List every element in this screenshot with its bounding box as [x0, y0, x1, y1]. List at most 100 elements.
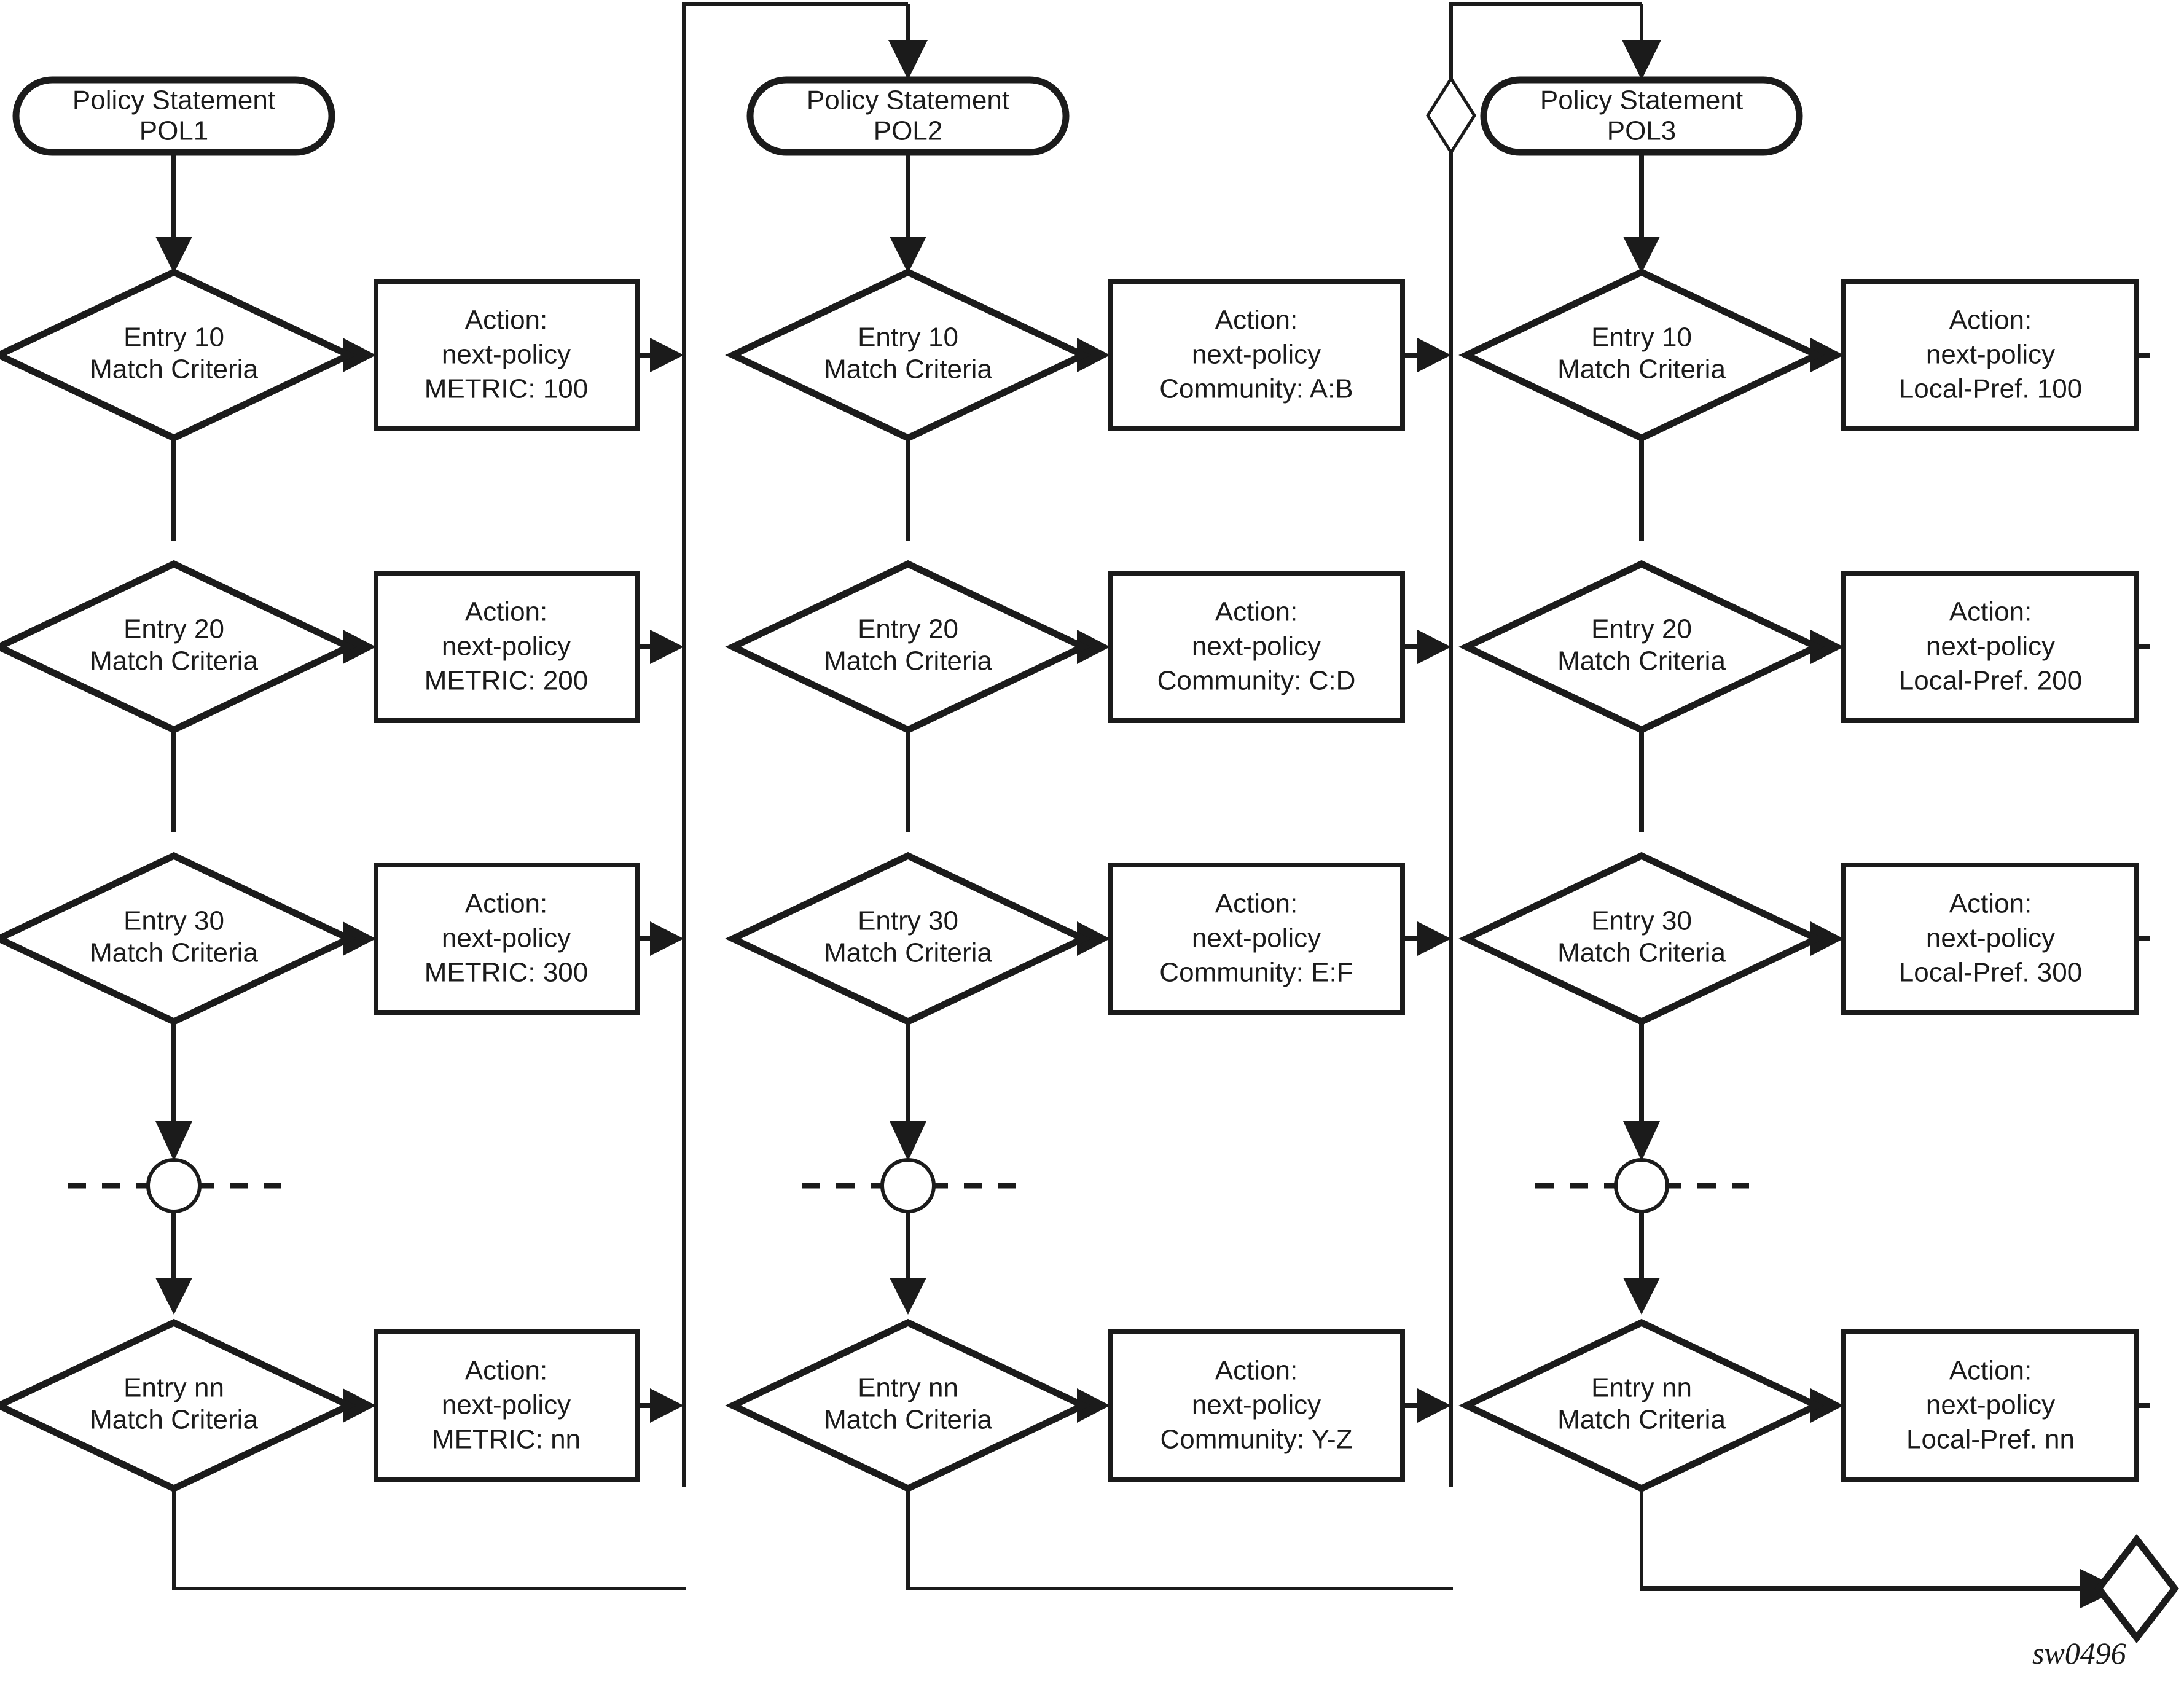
entry-diamond-pol2-10[interactable]: Entry 10 Match Criteria [725, 268, 1091, 442]
entry-label-line1: Entry 30 [123, 906, 224, 936]
action-box-pol1-nn[interactable]: Action: next-policy METRIC: nn [374, 1329, 640, 1482]
return-path-pol2-bottom [906, 1487, 1453, 1590]
entry-diamond-pol2-30[interactable]: Entry 30 Match Criteria [725, 851, 1091, 1026]
action-line1: Action: [1215, 305, 1298, 335]
return-path-pol3-to-terminal [1640, 1487, 2121, 1608]
action-line3: METRIC: nn [432, 1425, 581, 1455]
pol3-header-line2: POL3 [1607, 116, 1677, 146]
action-line1: Action: [1949, 597, 2032, 627]
action-line1: Action: [465, 597, 548, 627]
entry-label-line1: Entry 30 [858, 906, 958, 936]
pol2-header-line2: POL2 [874, 116, 943, 146]
entry-diamond-pol2-20[interactable]: Entry 20 Match Criteria [725, 560, 1091, 734]
default-action-diamond-marker [1426, 76, 1476, 155]
action-line1: Action: [465, 889, 548, 919]
action-line3: Community: A:B [1159, 374, 1353, 404]
return-path-pol1-bottom [172, 1487, 686, 1590]
action-line2: next-policy [1926, 1390, 2055, 1420]
continuation-marker-pol3 [1535, 1158, 1749, 1213]
action-line2: next-policy [1192, 632, 1321, 662]
connector-pol1-spine [155, 433, 192, 1315]
action-line2: next-policy [1192, 923, 1321, 953]
entry-label-line2: Match Criteria [1557, 646, 1726, 676]
action-line1: Action: [1215, 1356, 1298, 1386]
entry-diamond-pol1-nn[interactable]: Entry nn Match Criteria [0, 1318, 357, 1493]
policy-statement-pol3[interactable]: Policy Statement POL3 [1480, 76, 1803, 156]
action-box-pol1-30[interactable]: Action: next-policy METRIC: 300 [374, 863, 640, 1015]
connector-entry-to-action-col1 [343, 338, 376, 1423]
action-line2: next-policy [442, 632, 571, 662]
entry-label-line1: Entry 20 [1591, 614, 1692, 644]
connector-pol3-header-to-entry10 [1623, 152, 1660, 273]
action-line2: next-policy [1192, 340, 1321, 370]
action-line1: Action: [465, 1356, 548, 1386]
action-box-pol1-10[interactable]: Action: next-policy METRIC: 100 [374, 279, 640, 431]
entry-label-line1: Entry 10 [858, 323, 958, 353]
entry-label-line1: Entry 30 [1591, 906, 1692, 936]
entry-label-line2: Match Criteria [824, 354, 992, 385]
action-box-pol3-10[interactable]: Action: next-policy Local-Pref. 100 [1841, 279, 2139, 431]
terminal-diamond-marker [2094, 1534, 2179, 1643]
connector-entry-to-action-col2 [1077, 338, 1110, 1423]
action-line3: Local-Pref. 100 [1899, 374, 2082, 404]
action-line2: next-policy [442, 1390, 571, 1420]
entry-diamond-pol3-20[interactable]: Entry 20 Match Criteria [1458, 560, 1825, 734]
action-line3: Community: E:F [1159, 958, 1353, 988]
connector-col2-actions-to-spine [1403, 2, 1661, 1487]
action-box-pol3-30[interactable]: Action: next-policy Local-Pref. 300 [1841, 863, 2139, 1015]
pol1-header-line2: POL1 [139, 116, 209, 146]
action-line2: next-policy [1926, 340, 2055, 370]
policy-statement-pol1[interactable]: Policy Statement POL1 [12, 76, 335, 156]
entry-label-line2: Match Criteria [1557, 938, 1726, 968]
pol3-header-line1: Policy Statement [1540, 85, 1743, 115]
pol2-header-line1: Policy Statement [807, 85, 1009, 115]
entry-label-line1: Entry 20 [858, 614, 958, 644]
entry-diamond-pol1-10[interactable]: Entry 10 Match Criteria [0, 268, 357, 442]
action-line2: next-policy [1926, 632, 2055, 662]
entry-diamond-pol3-nn[interactable]: Entry nn Match Criteria [1458, 1318, 1825, 1493]
entry-label-line1: Entry 20 [123, 614, 224, 644]
action-line1: Action: [1949, 889, 2032, 919]
action-line1: Action: [1949, 1356, 2032, 1386]
action-box-pol1-20[interactable]: Action: next-policy METRIC: 200 [374, 571, 640, 723]
entry-diamond-pol1-30[interactable]: Entry 30 Match Criteria [0, 851, 357, 1026]
action-line1: Action: [1215, 889, 1298, 919]
entry-label-line1: Entry 10 [1591, 323, 1692, 353]
entry-label-line2: Match Criteria [1557, 1405, 1726, 1435]
entry-label-line2: Match Criteria [90, 1405, 258, 1435]
figure-caption: sw0496 [2032, 1636, 2126, 1670]
connector-pol1-header-to-entry10 [155, 152, 192, 273]
connector-pol3-spine [1623, 433, 1660, 1315]
entry-label-line2: Match Criteria [1557, 354, 1726, 385]
pol1-header-line1: Policy Statement [72, 85, 275, 115]
action-line1: Action: [465, 305, 548, 335]
entry-diamond-pol3-10[interactable]: Entry 10 Match Criteria [1458, 268, 1825, 442]
entry-diamond-pol2-nn[interactable]: Entry nn Match Criteria [725, 1318, 1091, 1493]
entry-label-line2: Match Criteria [90, 354, 258, 385]
continuation-marker-pol1 [68, 1158, 281, 1213]
continuation-marker-pol2 [802, 1158, 1016, 1213]
action-line2: next-policy [442, 340, 571, 370]
action-line3: Community: C:D [1157, 666, 1356, 696]
action-line3: METRIC: 200 [425, 666, 589, 696]
action-box-pol2-nn[interactable]: Action: next-policy Community: Y-Z [1108, 1329, 1405, 1482]
action-line3: Local-Pref. 200 [1899, 666, 2082, 696]
connector-entry-to-action-col3 [1810, 338, 1844, 1423]
action-box-pol3-20[interactable]: Action: next-policy Local-Pref. 200 [1841, 571, 2139, 723]
policy-statement-pol2[interactable]: Policy Statement POL2 [746, 76, 1070, 156]
connector-pol2-header-to-entry10 [890, 152, 926, 273]
action-line3: METRIC: 300 [425, 958, 589, 988]
entry-label-line1: Entry 10 [123, 323, 224, 353]
action-line1: Action: [1215, 597, 1298, 627]
action-box-pol3-nn[interactable]: Action: next-policy Local-Pref. nn [1841, 1329, 2139, 1482]
action-line3: METRIC: 100 [425, 374, 589, 404]
entry-diamond-pol1-20[interactable]: Entry 20 Match Criteria [0, 560, 357, 734]
connector-pol2-spine [890, 433, 926, 1315]
action-box-pol2-10[interactable]: Action: next-policy Community: A:B [1108, 279, 1405, 431]
entry-label-line2: Match Criteria [824, 646, 992, 676]
action-box-pol2-20[interactable]: Action: next-policy Community: C:D [1108, 571, 1405, 723]
action-line2: next-policy [442, 923, 571, 953]
action-box-pol2-30[interactable]: Action: next-policy Community: E:F [1108, 863, 1405, 1015]
entry-diamond-pol3-30[interactable]: Entry 30 Match Criteria [1458, 851, 1825, 1026]
